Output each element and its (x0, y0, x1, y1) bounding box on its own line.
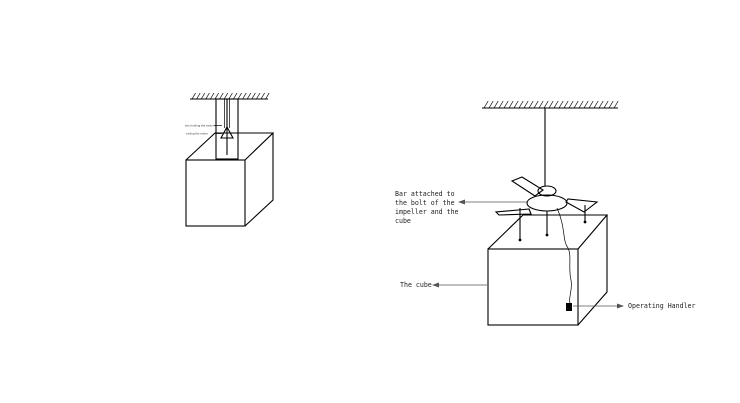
hatch-line (242, 92, 247, 100)
hatch-line (608, 100, 614, 109)
hatch-line (613, 100, 619, 109)
hatch-line (533, 100, 539, 109)
left-motor-box (215, 98, 239, 160)
arrow-left-icon (458, 199, 465, 205)
hatch-line (200, 92, 206, 100)
hatch-line (548, 100, 554, 109)
annotations: Bar attached to the bolt of the impeller… (395, 190, 696, 310)
hatch-line (205, 92, 210, 100)
motor-icon (220, 125, 234, 139)
hatch-line (246, 92, 252, 100)
hatch-line (518, 100, 524, 109)
bar-label-line-2: the bolt of the (395, 199, 455, 207)
hatch-line (214, 92, 219, 100)
hatch-line (256, 92, 261, 100)
left-figure: box holding the motor ceiling fan motor (185, 92, 275, 227)
arrow-left-icon (432, 282, 439, 288)
handler-label: Operating Handler (628, 302, 696, 310)
hatch-line (260, 92, 265, 100)
hatch-line (237, 92, 242, 100)
fan-blade-front-icon (494, 208, 532, 216)
tiny-label-1: box holding the motor (185, 124, 215, 128)
hatch-line (603, 100, 609, 109)
fan-blade-right-icon (565, 198, 599, 213)
hatch-line (593, 100, 599, 109)
fan (494, 108, 599, 216)
hatch-line (265, 92, 270, 100)
hatch-line (573, 100, 579, 109)
bar-label-line-3: impeller and the (395, 208, 459, 216)
hatch-line (528, 100, 534, 109)
hatch-line (191, 92, 196, 100)
right-figure (482, 100, 619, 326)
hatch-line (538, 100, 544, 109)
left-cube (185, 132, 275, 227)
hatch-line (508, 100, 514, 109)
hatch-line (223, 92, 229, 100)
right-ceiling (482, 100, 619, 109)
hatch-line (483, 100, 489, 109)
hatch-line (583, 100, 589, 109)
hatch-line (523, 100, 529, 109)
hatch-line (553, 100, 559, 109)
bar-label-line-1: Bar attached to (395, 190, 455, 198)
fan-blade-left-icon (510, 176, 544, 197)
left-tiny-labels: box holding the motor ceiling fan motor (185, 124, 222, 136)
handler-wire (556, 207, 572, 304)
hatch-line (513, 100, 519, 109)
hatch-line (233, 92, 238, 100)
cube-label: The cube (400, 281, 432, 289)
hatch-line (578, 100, 584, 109)
fan-hub-icon (526, 194, 568, 212)
hatch-line (498, 100, 504, 109)
hatch-line (228, 92, 233, 100)
hatch-line (210, 92, 215, 100)
hatch-line (568, 100, 574, 109)
hatch-line (563, 100, 569, 109)
left-ceiling (190, 92, 270, 100)
hatch-line (488, 100, 494, 109)
hatch-line (503, 100, 509, 109)
hatch-line (251, 92, 256, 100)
hatch-line (558, 100, 564, 109)
tiny-label-2: ceiling fan motor (186, 132, 209, 136)
operating-handler-icon (566, 303, 572, 311)
hatch-line (196, 92, 201, 100)
fan-motor-icon (537, 185, 557, 197)
hatch-line (543, 100, 549, 109)
support-bars (518, 205, 587, 242)
bar-label-line-4: cube (395, 217, 411, 225)
right-cube (487, 214, 609, 326)
hatch-line (219, 92, 224, 100)
hatch-line (493, 100, 499, 109)
arrow-right-icon (617, 303, 624, 309)
hatch-line (598, 100, 604, 109)
hatch-line (588, 100, 594, 109)
